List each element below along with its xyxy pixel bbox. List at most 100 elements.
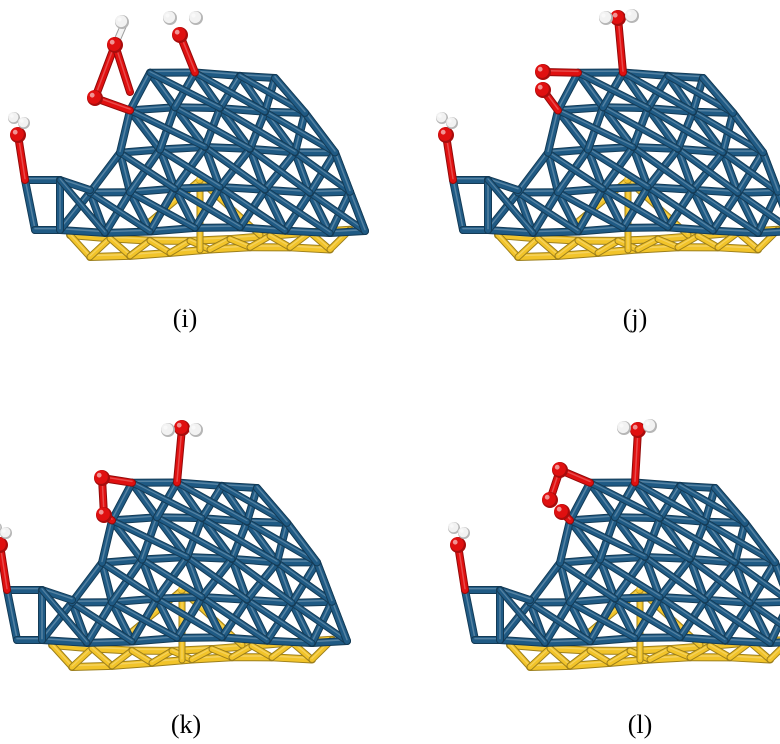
metal-bond <box>98 555 146 567</box>
metal-bond <box>138 556 206 601</box>
metal-bond <box>116 149 179 193</box>
metal-bond <box>461 586 479 644</box>
metal-bond <box>496 636 549 647</box>
metal-bond <box>644 183 717 235</box>
metal-bond <box>68 599 136 646</box>
metal-bond <box>198 593 271 645</box>
oxygen-atom <box>0 537 8 553</box>
metal-bond <box>586 479 664 522</box>
support-bond <box>108 647 136 670</box>
metal-bond <box>116 145 164 157</box>
metal-bond <box>173 479 251 526</box>
metal-bond <box>729 108 767 157</box>
metal-bond <box>253 483 291 527</box>
oxygen-atom <box>94 470 110 486</box>
metal-bond <box>599 103 682 153</box>
metal-bond <box>596 556 664 601</box>
metal-bond <box>261 108 339 156</box>
metal-bond <box>291 148 354 196</box>
metal-bond <box>686 555 754 607</box>
oxygen-atom <box>542 492 558 508</box>
support-bond <box>766 644 780 664</box>
metal-bond <box>771 558 780 587</box>
metal-bond <box>331 148 354 196</box>
metal-bond <box>674 145 742 197</box>
hydrogen-atom <box>161 423 175 437</box>
panel-i <box>0 0 390 290</box>
metal-bond <box>273 558 336 606</box>
support-bond <box>506 641 534 671</box>
metal-bond <box>156 146 224 191</box>
metal-bond <box>243 518 321 566</box>
metal-bond <box>566 598 639 642</box>
support-bond <box>554 237 582 260</box>
support-bond <box>534 234 562 260</box>
metal-bond <box>556 555 604 567</box>
metal-bond <box>554 103 607 115</box>
metal-bond <box>554 188 627 232</box>
metal-bond <box>514 188 562 197</box>
support-bond <box>48 641 76 671</box>
metal-bond <box>171 103 254 153</box>
metal-bond <box>146 69 224 112</box>
metal-bond <box>98 559 161 603</box>
caption-j: (j) <box>622 304 648 333</box>
hydrogen-atom <box>446 117 458 129</box>
metal-bond <box>288 599 351 645</box>
support-bond <box>546 644 594 655</box>
metal-bond <box>198 514 281 566</box>
cluster-model-j <box>436 9 780 261</box>
metal-bond <box>611 513 694 563</box>
support-bond <box>128 647 156 667</box>
metal-bond <box>611 595 684 641</box>
metal-bond <box>313 558 336 606</box>
metal-bond <box>656 593 729 645</box>
metal-bond <box>701 596 774 647</box>
oxygen-atom <box>87 90 103 106</box>
support-bond <box>494 231 522 261</box>
metal-bond <box>108 516 191 561</box>
metal-bond <box>566 478 594 525</box>
metal-bond <box>271 73 309 117</box>
metal-bond <box>86 188 134 197</box>
metal-bond <box>56 176 109 237</box>
panel-k <box>0 400 390 700</box>
hydrogen-atom <box>625 9 639 23</box>
metal-bond <box>38 636 91 647</box>
metal-bond <box>116 106 134 157</box>
metal-bond <box>699 73 737 117</box>
metal-bond <box>526 598 574 607</box>
oxygen-atom <box>107 37 123 53</box>
hydrogen-atom <box>0 527 12 539</box>
oxygen-atom <box>535 64 551 80</box>
metal-bond <box>544 145 592 157</box>
metal-bond <box>734 189 780 227</box>
hydrogen-atom <box>163 11 177 25</box>
metal-bond <box>526 599 594 646</box>
metal-bond <box>201 143 269 194</box>
support-bond <box>514 234 542 261</box>
metal-bond <box>759 148 780 196</box>
metal-bond <box>126 68 154 115</box>
oxygen-atom <box>610 10 626 26</box>
support-bond <box>86 234 114 261</box>
metal-bond <box>566 513 619 525</box>
metal-bond <box>38 598 76 644</box>
oxygen-atom <box>10 127 26 143</box>
caption-l: (l) <box>627 710 653 739</box>
support-bond <box>68 644 96 671</box>
metal-bond <box>631 479 709 526</box>
support-bond <box>574 237 602 257</box>
cluster-model-l <box>448 419 780 671</box>
metal-bond <box>153 595 226 641</box>
oxygen-atom <box>438 127 454 143</box>
metal-bond <box>108 598 181 642</box>
metal-bond <box>746 598 780 607</box>
support-bond <box>654 235 682 251</box>
hydrogen-atom <box>189 423 203 437</box>
metal-bond <box>56 226 109 237</box>
caption-i: (i) <box>172 304 198 333</box>
metal-bond <box>243 596 316 647</box>
metal-bond <box>108 478 136 525</box>
metal-bond <box>514 148 552 197</box>
